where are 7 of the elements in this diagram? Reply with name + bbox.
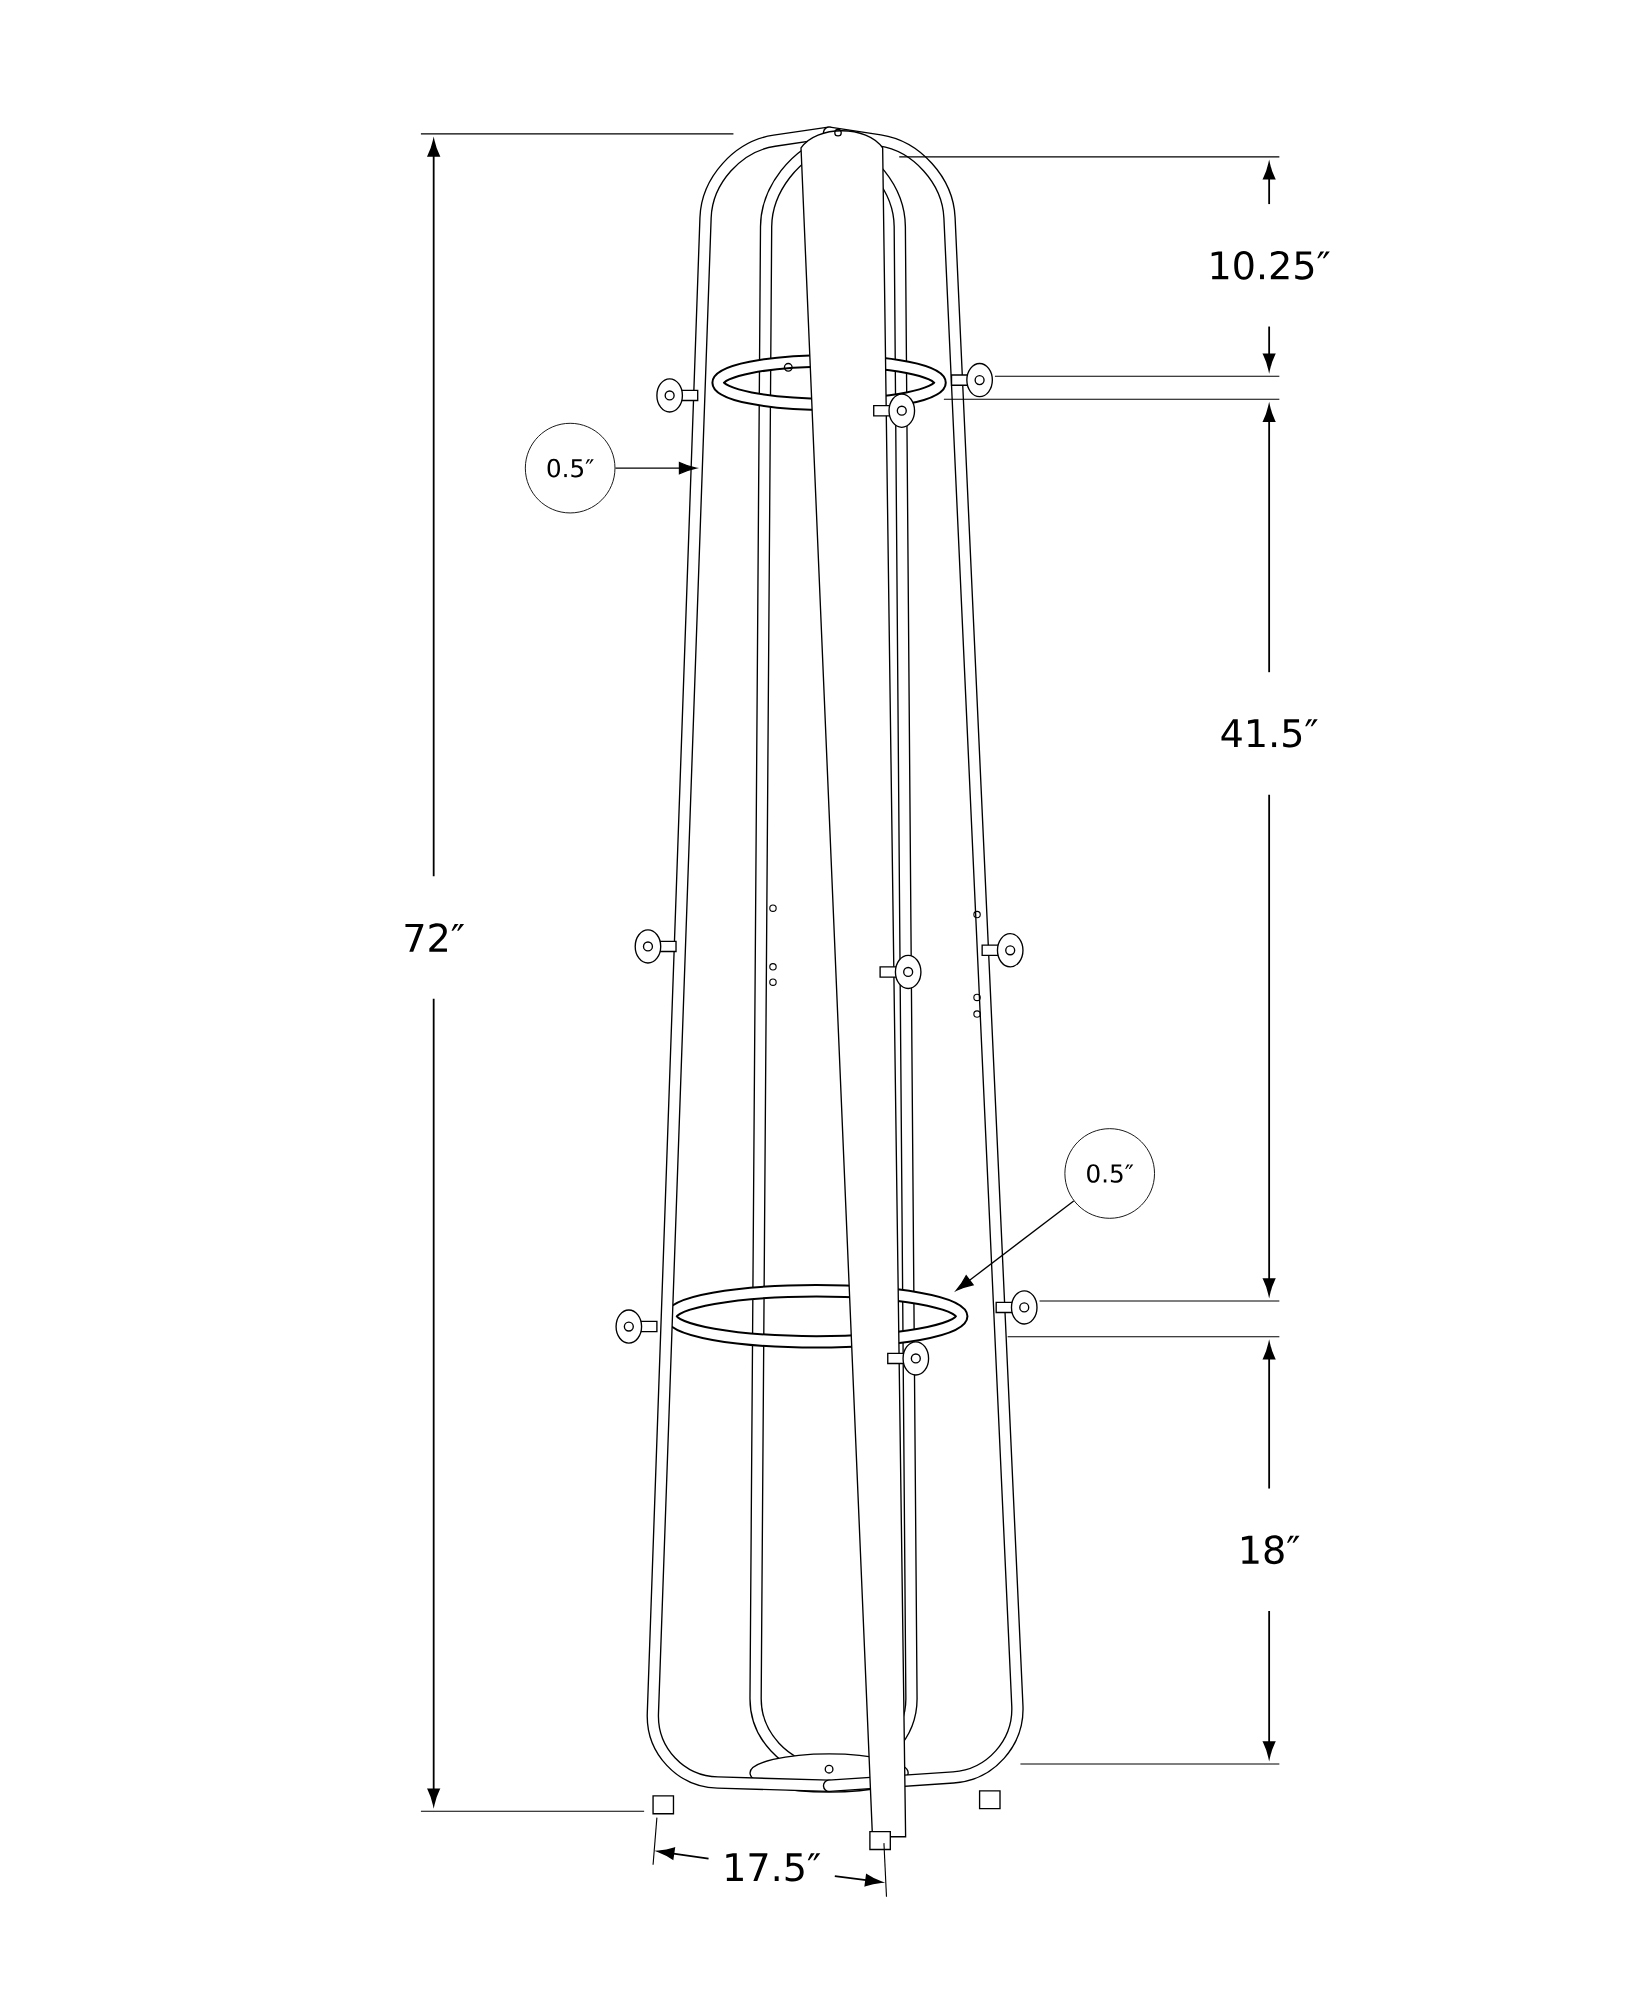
dimension-label: 17.5″ xyxy=(717,1848,826,1886)
leader-line xyxy=(614,461,697,475)
dimension-label: 10.25″ xyxy=(1203,246,1336,285)
dimension-label: 41.5″ xyxy=(1215,714,1324,753)
leader-line xyxy=(955,1200,1075,1291)
dimension-label: 18″ xyxy=(1233,1530,1305,1569)
dimension-label: 72″ xyxy=(397,918,470,957)
